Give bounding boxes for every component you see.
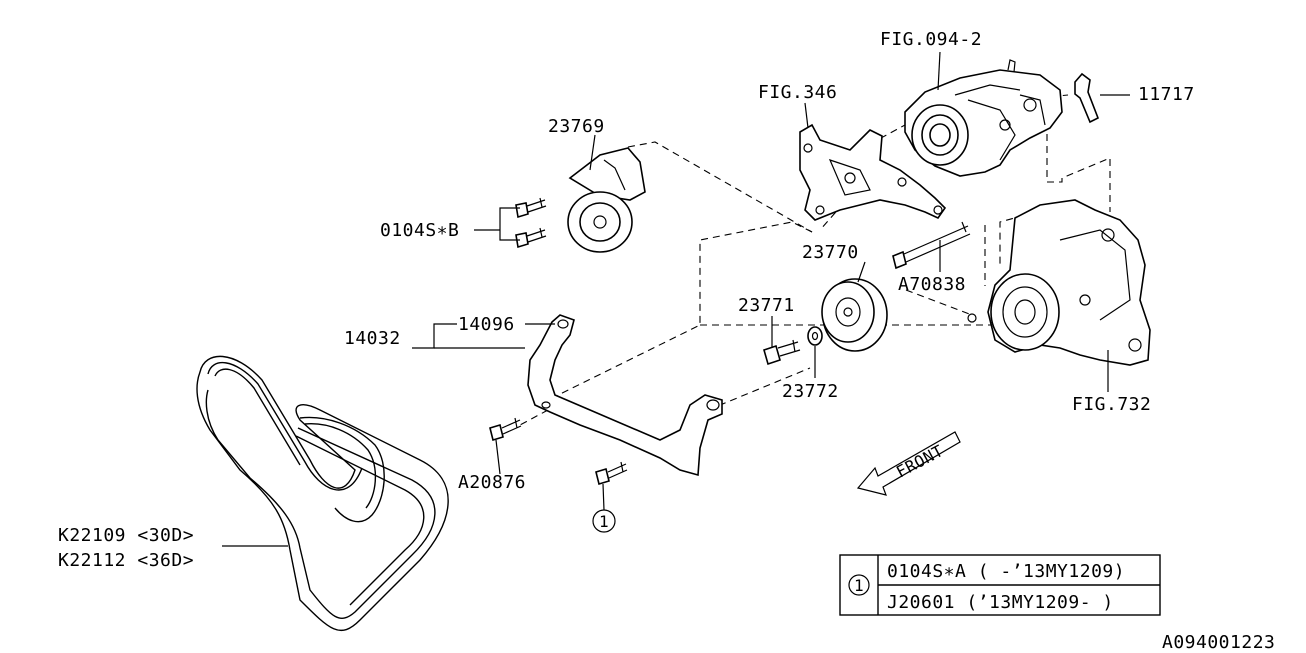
legend-marker: 1	[854, 576, 864, 595]
label-11717: 11717	[1138, 84, 1195, 105]
alternator-bracket[interactable]	[799, 123, 947, 221]
idler-pulley-23770[interactable]	[821, 278, 888, 352]
bolt-a20876[interactable]	[489, 417, 522, 442]
label-a20876: A20876	[458, 472, 526, 493]
label-k22112: K22112 <36D>	[58, 550, 194, 571]
washer-23772[interactable]	[807, 326, 823, 346]
callout-labels: FIG.094-2 FIG.346 11717 23769 0104S∗B 23…	[58, 29, 1195, 571]
front-arrow: FRONT	[856, 431, 961, 496]
bolts-0104s-b[interactable]	[515, 197, 547, 249]
ac-compressor[interactable]	[967, 199, 1151, 366]
bracket-14096[interactable]	[527, 314, 723, 477]
leader-lines	[222, 51, 1130, 547]
figure-id: A094001223	[1162, 632, 1275, 653]
label-a70838: A70838	[898, 274, 966, 295]
bolt-ref-1[interactable]	[595, 461, 628, 486]
label-23770: 23770	[802, 242, 859, 263]
long-bolt-a70838[interactable]	[892, 221, 971, 270]
legend-row-2: J20601 (’13MY1209- )	[887, 592, 1114, 613]
v-belt-assembly[interactable]	[196, 355, 449, 631]
label-k22109: K22109 <30D>	[58, 525, 194, 546]
label-14032: 14032	[344, 328, 401, 349]
tensioner-23769[interactable]	[567, 147, 646, 253]
label-fig-346: FIG.346	[758, 82, 837, 103]
ref-marker-1: 1	[592, 509, 616, 533]
label-fig-094-2: FIG.094-2	[880, 29, 982, 50]
label-23771: 23771	[738, 295, 795, 316]
label-14096: 14096	[458, 314, 515, 335]
bolt-23771[interactable]	[763, 339, 801, 366]
bracket-11717[interactable]	[1074, 72, 1100, 124]
label-23772: 23772	[782, 381, 839, 402]
svg-text:FRONT: FRONT	[893, 441, 947, 482]
label-fig-732: FIG.732	[1072, 394, 1151, 415]
legend-table: 1 0104S∗A ( -’13MY1209) J20601 (’13MY120…	[839, 554, 1161, 616]
alternator[interactable]	[904, 59, 1063, 177]
svg-text:1: 1	[599, 512, 609, 531]
legend-row-1: 0104S∗A ( -’13MY1209)	[887, 561, 1125, 582]
label-23769: 23769	[548, 116, 605, 137]
label-0104s-b: 0104S∗B	[380, 220, 459, 241]
